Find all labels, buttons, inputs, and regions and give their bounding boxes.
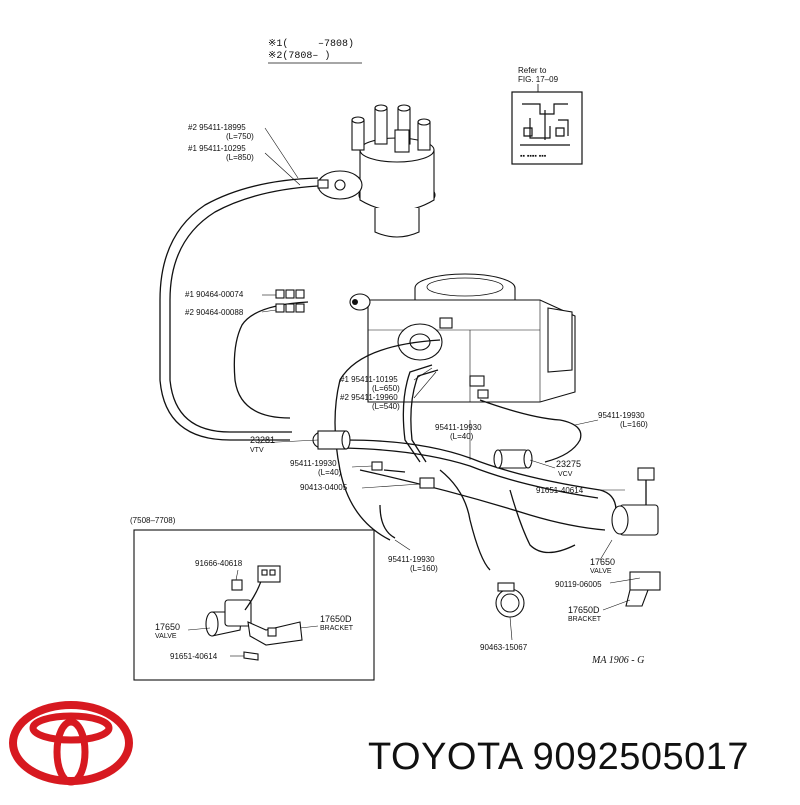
label-95411-10295: #1 95411-10295 <box>188 144 246 153</box>
label-17650-r: 17650 <box>590 557 615 567</box>
label-95411-19960: #2 95411-19960 <box>340 393 398 402</box>
inset-label-17650-sub: VALVE <box>155 633 177 640</box>
label-90464-00074: #1 90464-00074 <box>185 290 244 299</box>
label-95411-10195-len: (L=650) <box>372 384 400 393</box>
svg-text:▪▪ ▪▪▪▪ ▪▪▪: ▪▪ ▪▪▪▪ ▪▪▪ <box>520 153 547 160</box>
label-95411-19960-len: (L=540) <box>372 402 400 411</box>
label-90413-04005: 90413-04005 <box>300 483 348 492</box>
label-23281-sub: VTV <box>250 447 264 454</box>
label-90119-06005: 90119-06005 <box>555 580 602 589</box>
label-95411-10295-len: (L=850) <box>226 153 254 162</box>
label-95411-19930-c-len: (L=160) <box>410 564 438 573</box>
date-range-notes: ※1( –7808) ※2(7808– ) <box>268 38 362 64</box>
part-labels: #2 95411-18995 (L=750) #1 95411-10295 (L… <box>185 123 648 666</box>
refer-line-1: Refer to <box>518 66 547 75</box>
inset-title: (7508–7708) <box>130 516 176 525</box>
label-95411-19930-c: 95411-19930 <box>388 555 435 564</box>
distributor <box>317 104 436 238</box>
vtv-valve <box>312 430 351 450</box>
label-17650d-r-sub: BRACKET <box>568 616 602 623</box>
inset-label-91666-40618: 91666-40618 <box>195 559 243 568</box>
inset-label-17650d: 17650D <box>320 614 352 624</box>
refer-line-2: FIG. 17–09 <box>518 75 559 84</box>
inset-label-17650: 17650 <box>155 622 180 632</box>
toyota-logo-icon <box>9 701 133 786</box>
label-23281: 23281 <box>250 435 275 445</box>
leader-lines <box>257 127 641 641</box>
inset-panel: (7508–7708) 91666-40618 17650 VALVE 1765… <box>130 516 375 681</box>
inset-label-17650d-sub: BRACKET <box>320 625 354 632</box>
note-line-2: ※2(7808– ) <box>268 50 330 62</box>
label-95411-18995: #2 95411-18995 <box>188 123 246 132</box>
label-95411-19930-b: 95411-19930 <box>290 459 337 468</box>
label-23275-sub: VCV <box>558 471 573 478</box>
label-95411-19930-r-len: (L=160) <box>620 420 648 429</box>
label-95411-10195: #1 95411-10195 <box>340 375 398 384</box>
label-23275: 23275 <box>556 459 581 469</box>
vcv-valve <box>493 449 533 469</box>
inset-frame <box>133 529 375 681</box>
label-17650d-r: 17650D <box>568 605 600 615</box>
label-95411-19930-b-len: (L=40) <box>318 468 342 477</box>
refer-box: Refer to FIG. 17–09 ▪▪ ▪▪▪▪ ▪▪▪ <box>511 66 583 165</box>
hose-clamp <box>495 582 525 618</box>
inset-label-91651-40614: 91651-40614 <box>170 652 218 661</box>
label-90463-15067: 90463-15067 <box>480 643 528 652</box>
diagram-ref-code: MA 1906 - G <box>591 655 644 666</box>
inset-valve <box>205 565 303 661</box>
label-95411-19930-a-len: (L=40) <box>450 432 474 441</box>
note-line-1-left: ※1( <box>268 38 288 50</box>
vsv-valve <box>611 467 661 607</box>
label-17650-r-sub: VALVE <box>590 568 612 575</box>
label-95411-19930-r: 95411-19930 <box>598 411 645 420</box>
label-95411-18995-len: (L=750) <box>226 132 254 141</box>
label-91651-40614-r: 91651-40614 <box>536 486 584 495</box>
brand-part-number: TOYOTA 9092505017 <box>368 736 750 778</box>
connectors <box>275 289 435 489</box>
note-line-1-right: –7808) <box>318 38 354 50</box>
label-90464-00088: #2 90464-00088 <box>185 308 244 317</box>
vacuum-hoses <box>159 177 617 571</box>
label-95411-19930-a: 95411-19930 <box>435 423 482 432</box>
